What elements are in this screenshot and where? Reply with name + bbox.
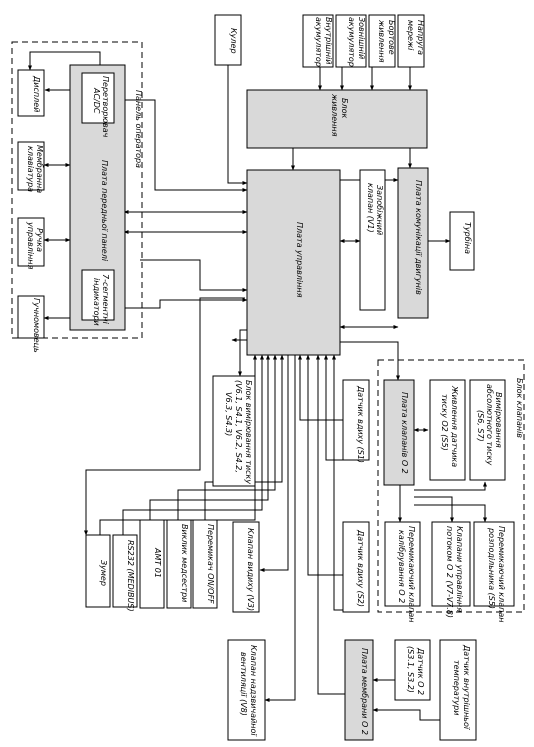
power-block-box: [246, 89, 428, 149]
power-block-label-1: Блок: [340, 98, 349, 118]
buzzer-label: Зумер: [99, 560, 108, 586]
turbine-board-box: [397, 167, 429, 319]
pressure-block-label-1: Блок вимірювання тиску: [244, 380, 253, 484]
calibration-label-2: калібрування О 2: [397, 530, 406, 603]
exhale-valve-label: Клапан видиху (V3): [246, 528, 255, 611]
keyboard-label-1: Мембранна: [35, 145, 44, 193]
on-off-box: [192, 519, 218, 609]
flow-switch-label-1: Перемикаючий клапан: [497, 526, 506, 623]
abs-pressure-box: [469, 379, 506, 481]
o2-sensors-box: [394, 639, 431, 701]
o2-membrane-board-box: [344, 639, 374, 741]
o2-flow-valves-box: [431, 521, 471, 607]
pressure-block-label-3: V6.3, S4.3): [224, 392, 233, 436]
abs-pressure-label-1: Вимірювання: [494, 392, 503, 448]
emergency-valve-label-2: вентиляції (V8): [239, 652, 248, 716]
pressure-block-box: [212, 375, 256, 487]
o2-pressure-label-1: Живлення датчика: [450, 385, 459, 467]
inhale-sensor-label: Датчик вдиху (S1): [356, 385, 365, 463]
ac-dc-label-1: Перетворювач: [101, 76, 110, 138]
keyboard-label-2: клавіатура: [26, 146, 35, 192]
rs232-label: RS232 (MEDIBUS): [126, 540, 135, 612]
keyboard-box: [17, 141, 45, 191]
turbine-label: Турбіна: [463, 222, 472, 254]
external-battery-label-1: Зовнішній: [357, 17, 366, 59]
speaker-label: Гучномовець: [32, 298, 41, 353]
external-battery-box: [335, 14, 367, 68]
internal-temp-label-1: Датчик внутрішньої: [462, 644, 471, 731]
operator-panel-frame: [11, 41, 143, 339]
emergency-valve-label-1: Клапан надзвичайної: [249, 645, 258, 737]
control-board-label: Плата управління: [295, 222, 304, 298]
o2-sensors-label-1: Датчик О 2: [416, 647, 425, 695]
exhale-sensor-label: Датчик вдиху (S2): [356, 529, 365, 607]
internal-battery-box: [302, 14, 334, 68]
o2-pressure-sensor-box: [429, 379, 466, 481]
connections: [28, 51, 487, 721]
pressure-block-label-2: (V6.1, S4.1, V6.2, S4.2,: [234, 380, 243, 473]
inhale-sensor-box: [342, 379, 370, 461]
o2-sensors-label-2: (S3.1, S3.2): [406, 646, 415, 693]
amt-box: [139, 519, 165, 609]
exhale-sensor-box: [342, 521, 370, 613]
exhale-valve-box: [232, 521, 260, 613]
emergency-valve-box: [227, 639, 266, 741]
o2-flow-valves-label-1: Клапани управління: [455, 526, 464, 612]
display-box: [17, 69, 45, 117]
relief-valve-label-2: клапан (V1): [366, 183, 375, 233]
nurse-call-label: Виклик медсестри: [180, 524, 189, 602]
mains-label-2: мережі: [406, 20, 415, 51]
seven-seg-label-2: індикатори: [92, 278, 101, 326]
calibration-label-1: Перемикаючий клапан: [407, 526, 416, 623]
front-panel-label: Плата передньої панелі: [100, 160, 109, 262]
seven-seg-label-1: 7-сегментні: [101, 274, 110, 325]
knob-box: [17, 217, 45, 267]
relief-valve-box: [359, 169, 386, 311]
external-battery-label-2: акумулятор: [347, 17, 356, 67]
display-label: Дисплей: [32, 75, 41, 112]
o2-valve-board-box: [383, 379, 415, 486]
buzzer-box: [85, 534, 111, 608]
relief-valve-label-1: Запобіжний: [375, 185, 384, 235]
cooler-label: Кулер: [229, 28, 238, 54]
valve-block-frame: [377, 359, 525, 613]
flow-switch-label-2: розподільника (S5): [487, 527, 496, 609]
mains-box: [397, 14, 425, 68]
o2-valve-board-label: Плата клапанів О 2: [400, 392, 409, 474]
amt-label: AMT 01: [153, 547, 162, 578]
calibration-valve-box: [384, 521, 421, 607]
internal-temp-box: [439, 639, 477, 741]
internal-battery-label-1: Внутрішній: [324, 17, 333, 64]
control-board-box: [246, 169, 341, 356]
nurse-call-box: [166, 519, 192, 609]
ac-dc-converter-box: [81, 72, 115, 124]
knob-label-2: управління: [26, 221, 35, 269]
knob-label-1: Ручка: [35, 228, 44, 252]
onboard-power-label-1: Бортове: [387, 20, 396, 55]
operator-panel-title: Панель оператора: [134, 90, 143, 168]
turbine-box: [449, 211, 475, 271]
o2-pressure-label-2: тиску О2 (S5): [440, 394, 449, 451]
on-off-label: Перемикач ON/OFF: [206, 524, 215, 604]
turbine-board-label: Плата комунікації двигунів: [414, 180, 423, 295]
abs-pressure-label-3: (S6, S7): [476, 410, 485, 442]
o2-membrane-label: Плата мембрани О 2: [360, 648, 369, 735]
onboard-power-label-2: живлення: [377, 19, 386, 63]
cooler-box: [214, 14, 242, 66]
power-block-label-2: живлення: [330, 93, 339, 137]
o2-flow-valves-label-2: потоком О 2 (V7-V7.8): [445, 526, 454, 618]
flow-switch-valve-box: [473, 521, 515, 607]
mains-label-1: Напруга: [416, 20, 425, 55]
ac-dc-label-2: AC/DC: [92, 87, 101, 114]
valve-block-title: Блок клапанів: [515, 378, 524, 438]
rs232-box: [112, 534, 138, 608]
onboard-power-box: [368, 14, 396, 68]
internal-battery-label-2: акумулятор: [314, 17, 323, 67]
abs-pressure-label-2: абсолютного тиску: [485, 384, 494, 465]
seven-segment-box: [81, 269, 115, 321]
internal-temp-label-2: температури: [452, 660, 461, 715]
speaker-box: [17, 295, 45, 339]
